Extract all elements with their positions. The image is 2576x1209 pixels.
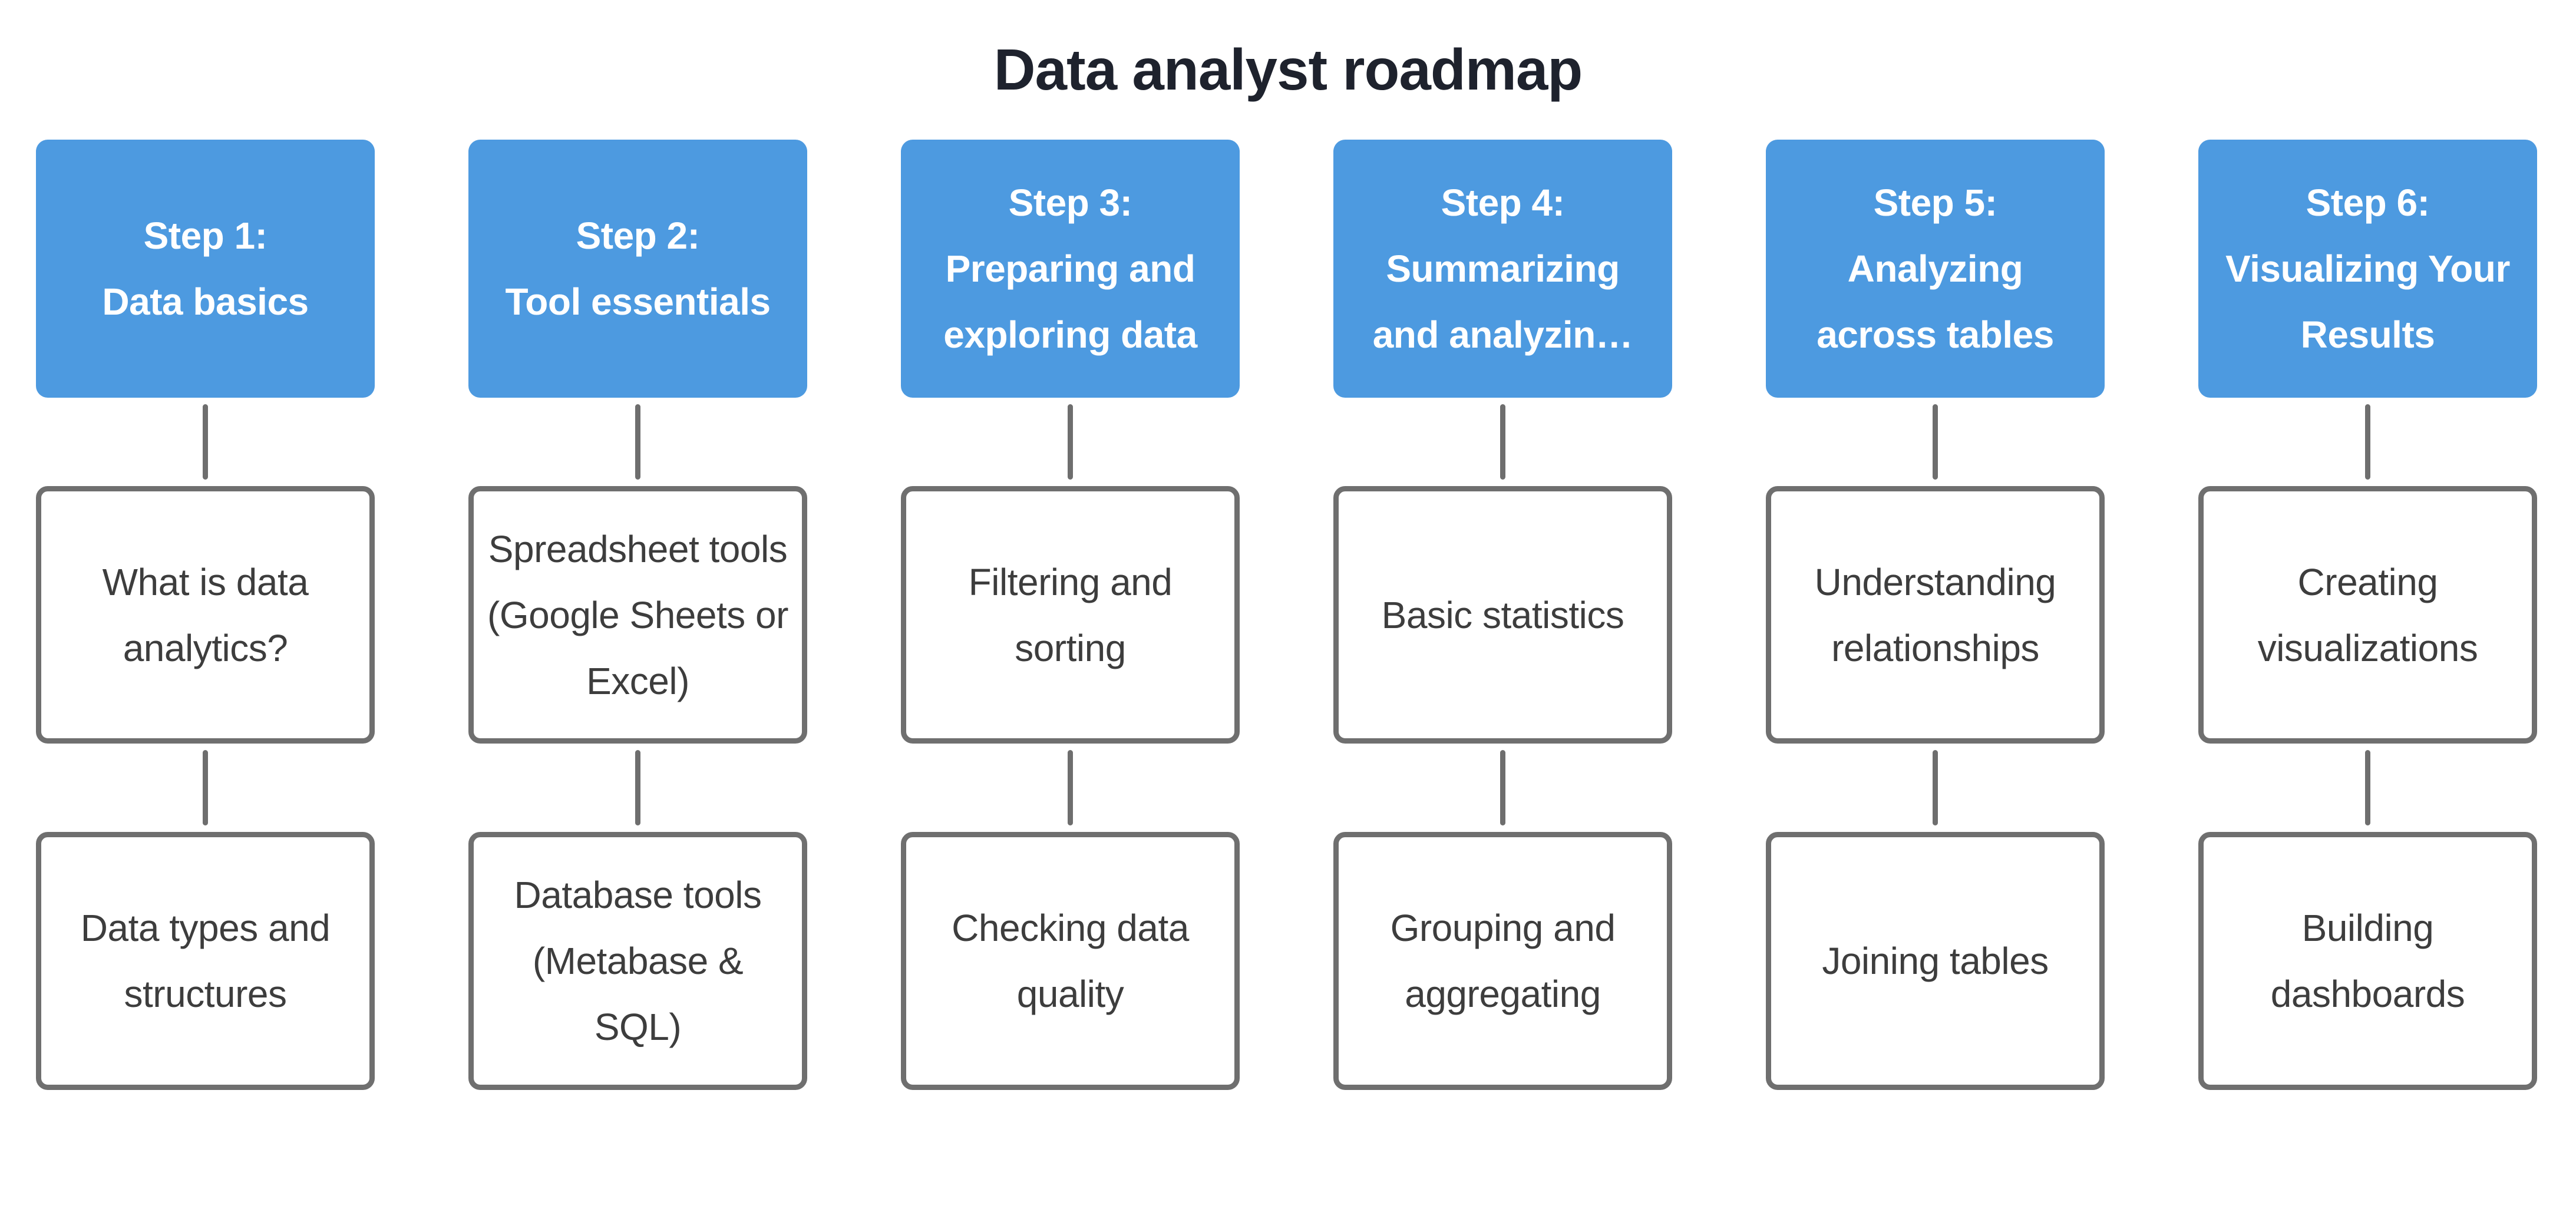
step-6-topic-2-label: Building dashboards (2270, 907, 2465, 1015)
step-5-topic-2: Joining tables (1766, 832, 2105, 1090)
connector-line (1500, 404, 1505, 480)
step-3-topic-1: Filtering and sorting (901, 486, 1240, 744)
step-3-header: Step 3: Preparing and exploring data (901, 140, 1240, 398)
step-5-header-line-3: across tables (1817, 313, 2054, 356)
connector-line (635, 750, 640, 825)
connector (901, 744, 1240, 832)
roadmap-columns: Step 1: Data basics What is data analyti… (0, 140, 2576, 1090)
step-5-header-line-2: Analyzing (1847, 247, 2023, 290)
step-6-topic-1-label: Creating visualizations (2257, 560, 2478, 669)
step-2-topic-2-label: Database tools (Metabase & SQL) (514, 874, 762, 1048)
step-6-header: Step 6: Visualizing Your Results (2198, 140, 2537, 398)
step-4-header: Step 4: Summarizing and analyzin… (1333, 140, 1672, 398)
step-1-header: Step 1: Data basics (36, 140, 375, 398)
step-6-header-line-2: Visualizing Your (2225, 247, 2510, 290)
step-1-topic-2: Data types and structures (36, 832, 375, 1090)
connector (2198, 744, 2537, 832)
step-3-header-line-2: Preparing and (945, 247, 1195, 290)
step-1-header-line-2: Data basics (102, 280, 309, 323)
connector (36, 744, 375, 832)
step-4-topic-2-label: Grouping and aggregating (1390, 907, 1616, 1015)
step-6-header-line-1: Step 6: (2306, 181, 2430, 224)
connector-line (203, 404, 208, 480)
connector (1766, 744, 2105, 832)
step-3-topic-1-label: Filtering and sorting (968, 560, 1173, 669)
step-5-topic-1: Understanding relationships (1766, 486, 2105, 744)
connector (468, 398, 807, 486)
roadmap-column-2: Step 2: Tool essentials Spreadsheet tool… (468, 140, 807, 1090)
step-1-topic-1-label: What is data analytics? (102, 560, 309, 669)
step-3-topic-2-label: Checking data quality (952, 907, 1189, 1015)
connector-line (1068, 404, 1073, 480)
connector (1333, 398, 1672, 486)
roadmap-column-4: Step 4: Summarizing and analyzin… Basic … (1333, 140, 1672, 1090)
connector-line (1500, 750, 1505, 825)
step-5-topic-1-label: Understanding relationships (1814, 560, 2056, 669)
step-2-header: Step 2: Tool essentials (468, 140, 807, 398)
roadmap-column-6: Step 6: Visualizing Your Results Creatin… (2198, 140, 2537, 1090)
connector-line (635, 404, 640, 480)
step-3-topic-2: Checking data quality (901, 832, 1240, 1090)
step-4-header-line-2: Summarizing (1386, 247, 1620, 290)
step-1-topic-1: What is data analytics? (36, 486, 375, 744)
step-6-topic-2: Building dashboards (2198, 832, 2537, 1090)
step-6-topic-1: Creating visualizations (2198, 486, 2537, 744)
step-4-header-line-3: and analyzin… (1372, 313, 1633, 356)
connector (901, 398, 1240, 486)
step-4-header-line-1: Step 4: (1441, 181, 1565, 224)
step-2-topic-2: Database tools (Metabase & SQL) (468, 832, 807, 1090)
connector-line (2365, 404, 2370, 480)
step-4-topic-1-label: Basic statistics (1381, 593, 1624, 636)
step-5-header: Step 5: Analyzing across tables (1766, 140, 2105, 398)
connector-line (2365, 750, 2370, 825)
step-5-header-line-1: Step 5: (1873, 181, 1997, 224)
connector (1766, 398, 2105, 486)
connector (1333, 744, 1672, 832)
connector (2198, 398, 2537, 486)
connector-line (1933, 750, 1938, 825)
connector-line (1933, 404, 1938, 480)
step-2-topic-1-label: Spreadsheet tools (Google Sheets or Exce… (487, 527, 788, 702)
step-2-header-line-1: Step 2: (576, 214, 700, 257)
connector (36, 398, 375, 486)
step-5-topic-2-label: Joining tables (1822, 940, 2049, 982)
step-3-header-line-1: Step 3: (1008, 181, 1132, 224)
step-1-header-line-1: Step 1: (143, 214, 267, 257)
page-title: Data analyst roadmap (993, 37, 1583, 102)
step-3-header-line-3: exploring data (943, 313, 1197, 356)
step-2-header-line-2: Tool essentials (505, 280, 771, 323)
step-4-topic-2: Grouping and aggregating (1333, 832, 1672, 1090)
step-4-topic-1: Basic statistics (1333, 486, 1672, 744)
connector (468, 744, 807, 832)
connector-line (1068, 750, 1073, 825)
step-6-header-line-3: Results (2300, 313, 2435, 356)
step-2-topic-1: Spreadsheet tools (Google Sheets or Exce… (468, 486, 807, 744)
connector-line (203, 750, 208, 825)
roadmap-column-1: Step 1: Data basics What is data analyti… (36, 140, 375, 1090)
roadmap-column-3: Step 3: Preparing and exploring data Fil… (901, 140, 1240, 1090)
step-1-topic-2-label: Data types and structures (80, 907, 331, 1015)
roadmap-column-5: Step 5: Analyzing across tables Understa… (1766, 140, 2105, 1090)
